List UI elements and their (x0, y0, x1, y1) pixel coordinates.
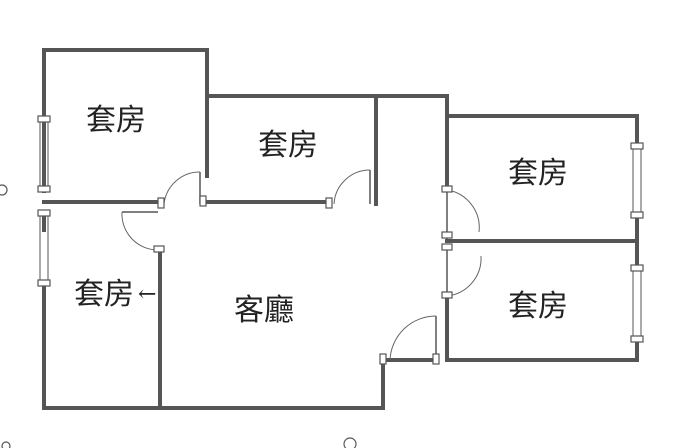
window-jamb (630, 335, 644, 343)
wall-right-top-suite (445, 114, 639, 147)
room-label-suite-right-bottom: 套房 (508, 289, 568, 324)
room-label-living-room: 客廳 (234, 293, 294, 328)
room-label-suite-left-bottom: 套房 (74, 277, 134, 312)
door-swing-arc (389, 315, 437, 361)
window-jamb (37, 279, 51, 287)
marker-circle (0, 184, 8, 196)
marker-circle (1, 441, 11, 448)
window-jamb (630, 264, 644, 272)
room-label-suite-top-left: 套房 (86, 103, 146, 138)
arrow-left-icon: ← (138, 282, 156, 307)
door-swing-arc (446, 189, 480, 233)
door-swing-arc (121, 211, 159, 251)
window-jamb (37, 115, 51, 123)
window-jamb (37, 185, 51, 193)
window-jamb (37, 209, 51, 217)
windows (37, 115, 644, 343)
wall-right-bottom-suite-right-lower (445, 296, 639, 362)
door-swing-arc (163, 171, 201, 205)
door-swing-arc (446, 255, 482, 297)
room-label-suite-top-middle: 套房 (258, 128, 318, 163)
room-labels: 套房 套房 套房 套房 ← 客廳 套房 (74, 103, 568, 328)
door-swing-arc (333, 169, 371, 205)
wall-left-bottom-suite (42, 281, 438, 410)
marker-circle (343, 437, 357, 448)
doors (121, 169, 482, 365)
walls (42, 48, 639, 410)
wall-top-middle-suite (205, 94, 449, 192)
window-jamb (630, 142, 644, 150)
window-jamb (630, 211, 644, 219)
room-label-suite-right-top: 套房 (508, 156, 568, 191)
